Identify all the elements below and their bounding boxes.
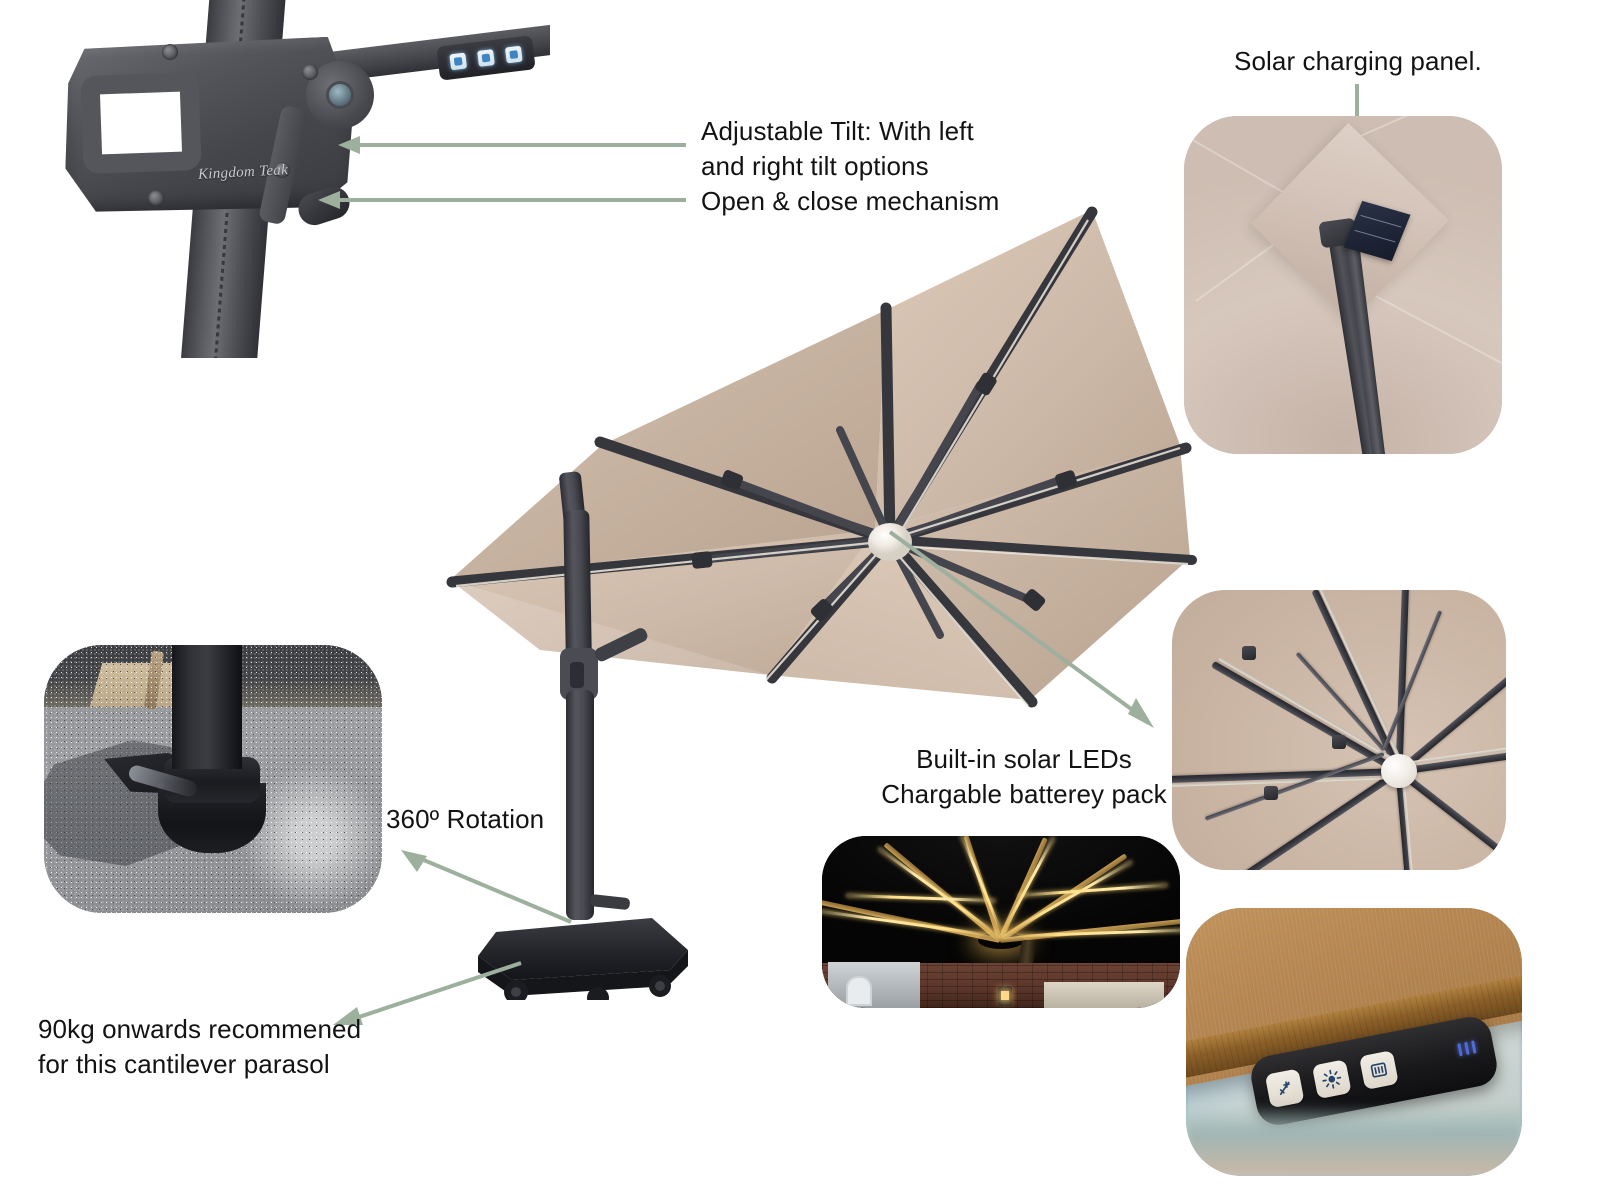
screw-icon (274, 162, 290, 178)
parasol-illustration (446, 206, 1197, 1009)
night-solar-led-photo (822, 836, 1180, 1008)
indicator-led (1457, 1043, 1463, 1057)
cantilever-arm-and-pole (559, 471, 648, 920)
screw-icon (162, 44, 178, 60)
main-mast (566, 690, 594, 920)
canopy-strut (1204, 752, 1385, 821)
brightness-sun-icon (1311, 1059, 1352, 1100)
photo-canvas (1184, 116, 1502, 454)
canopy-strut (1382, 610, 1443, 751)
battery-indicator-leds (1457, 1040, 1477, 1057)
photo-canvas (1172, 590, 1506, 870)
wall-lantern (998, 986, 1012, 1006)
arrow-to-tilt-mechanism (338, 133, 688, 157)
led-control-panel-photo (1186, 908, 1522, 1176)
indicator-led (1464, 1041, 1470, 1056)
tilt-panel-button (449, 52, 468, 71)
canopy-panels (450, 210, 1190, 700)
canopy-center-hub (1381, 754, 1417, 788)
indicator-led (1471, 1040, 1477, 1054)
canopy-center-hub (868, 523, 912, 561)
main-cantilever-parasol-photo (420, 180, 1220, 1009)
window (846, 976, 872, 1006)
canopy-underside-ribs-photo (1172, 590, 1506, 870)
control-pod (1247, 1013, 1501, 1129)
grip-opening (99, 91, 183, 155)
rib-joint (1332, 735, 1346, 749)
parasol-pole (172, 645, 242, 769)
center-hub-light (978, 932, 1024, 949)
tilt-handle-grip (80, 71, 202, 175)
tilt-and-crank-mechanism-photo: Kingdom Teak (30, 0, 550, 358)
tilt-panel-button (477, 49, 495, 67)
callout-rotation: 360º Rotation (386, 804, 545, 834)
photo-canvas (44, 645, 382, 913)
rib-joint (1264, 786, 1278, 800)
tilt-panel-button (504, 45, 523, 64)
power-toggle-icon (1264, 1068, 1305, 1109)
callout-solar-panel: Solar charging panel. (1234, 46, 1482, 76)
rib-joints (691, 372, 1077, 622)
arrow-to-rotation-base (395, 846, 575, 926)
blurred-foreground (1186, 1104, 1522, 1176)
rotation-base-photo (44, 645, 382, 913)
wheeled-cross-base (478, 918, 688, 1009)
callout-solar-leds: Built-in solar LEDs Chargable batterey p… (881, 744, 1167, 809)
canopy-rib (1395, 590, 1409, 772)
canopy-rib (1396, 768, 1506, 858)
awning (1044, 982, 1164, 1008)
screw-icon (302, 64, 318, 80)
callout-adjustable-tilt: Adjustable Tilt: With left and right til… (701, 116, 974, 181)
photo-canvas (1186, 908, 1522, 1176)
photo-canvas (822, 836, 1180, 1008)
arrow-to-parasol-base (325, 955, 525, 1035)
solar-charging-panel-photo (1184, 116, 1502, 454)
arrow-to-solar-leds (886, 528, 1166, 738)
callout-base-weight: 90kg onwards recommened for this cantile… (38, 1014, 362, 1079)
arrow-to-open-close-mechanism (318, 188, 688, 212)
callout-open-close: Open & close mechanism (701, 186, 1000, 216)
screw-icon (148, 190, 164, 206)
battery-level-icon (1358, 1050, 1399, 1090)
rib-joint (1242, 646, 1256, 660)
house-facade (828, 962, 920, 1008)
